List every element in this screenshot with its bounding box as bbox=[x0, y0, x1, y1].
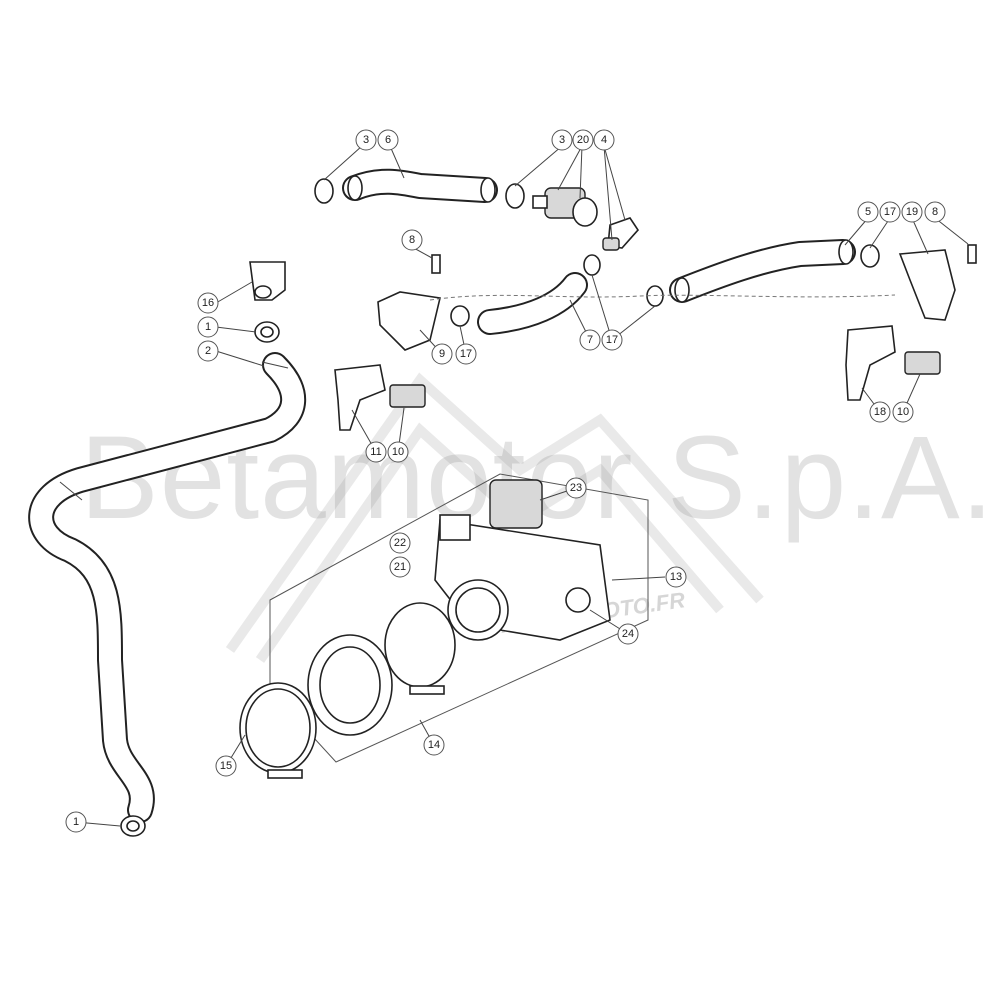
callout-10b: 10 bbox=[892, 401, 914, 423]
callout-label: 2 bbox=[205, 345, 211, 357]
callouts: 3 6 3 20 4 5 17 19 8 8 16 1 2 9 17 7 17 … bbox=[65, 129, 946, 833]
callout-label: 3 bbox=[363, 134, 369, 146]
callout-label: 17 bbox=[460, 348, 472, 360]
callout-label: 20 bbox=[577, 134, 589, 146]
callout-label: 23 bbox=[570, 482, 582, 494]
callout-label: 6 bbox=[385, 134, 391, 146]
callout-13: 13 bbox=[665, 566, 687, 588]
callout-21: 21 bbox=[389, 556, 411, 578]
callout-11: 11 bbox=[365, 441, 387, 463]
callout-label: 7 bbox=[587, 334, 593, 346]
callout-10a: 10 bbox=[387, 441, 409, 463]
callout-22: 22 bbox=[389, 532, 411, 554]
callout-17b: 17 bbox=[455, 343, 477, 365]
callout-17c: 17 bbox=[601, 329, 623, 351]
upper-hose-5 bbox=[669, 239, 880, 303]
callout-14: 14 bbox=[423, 734, 445, 756]
callout-label: 14 bbox=[428, 739, 440, 751]
callout-label: 22 bbox=[394, 537, 406, 549]
callout-6: 6 bbox=[377, 129, 399, 151]
callout-label: 5 bbox=[865, 206, 871, 218]
callout-1b: 1 bbox=[65, 811, 87, 833]
fuel-line-dashed bbox=[429, 294, 896, 301]
upper-hose-6 bbox=[314, 168, 498, 204]
callout-label: 10 bbox=[392, 446, 404, 458]
connector-20 bbox=[505, 183, 598, 227]
callout-label: 13 bbox=[670, 571, 682, 583]
callout-2: 2 bbox=[197, 340, 219, 362]
connector-16 bbox=[249, 261, 286, 343]
callout-label: 3 bbox=[559, 134, 565, 146]
callout-23: 23 bbox=[565, 477, 587, 499]
callout-3b: 3 bbox=[551, 129, 573, 151]
callout-8a: 8 bbox=[924, 201, 946, 223]
callout-label: 17 bbox=[884, 206, 896, 218]
injector-right bbox=[845, 244, 977, 401]
callout-label: 11 bbox=[370, 446, 381, 458]
callout-label: 9 bbox=[439, 348, 445, 360]
callout-17a: 17 bbox=[879, 201, 901, 223]
callout-label: 21 bbox=[394, 561, 406, 573]
callout-16: 16 bbox=[197, 292, 219, 314]
callout-label: 19 bbox=[906, 206, 918, 218]
callout-4: 4 bbox=[593, 129, 615, 151]
elbow-4 bbox=[602, 217, 640, 251]
callout-label: 10 bbox=[897, 406, 909, 418]
callout-label: 4 bbox=[601, 134, 607, 146]
intake-boot bbox=[239, 602, 456, 779]
callout-3a: 3 bbox=[355, 129, 377, 151]
callout-9: 9 bbox=[431, 343, 453, 365]
callout-20: 20 bbox=[572, 129, 594, 151]
callout-8b: 8 bbox=[401, 229, 423, 251]
callout-label: 16 bbox=[202, 297, 214, 309]
callout-label: 8 bbox=[932, 206, 938, 218]
breather-hose bbox=[28, 352, 307, 837]
callout-18: 18 bbox=[869, 401, 891, 423]
callout-15: 15 bbox=[215, 755, 237, 777]
throttle-body bbox=[434, 479, 611, 641]
callout-label: 18 bbox=[874, 406, 886, 418]
callout-5: 5 bbox=[857, 201, 879, 223]
callout-label: 1 bbox=[73, 816, 79, 828]
callout-label: 24 bbox=[622, 628, 634, 640]
callout-7: 7 bbox=[579, 329, 601, 351]
callout-24: 24 bbox=[617, 623, 639, 645]
callout-label: 17 bbox=[606, 334, 618, 346]
callout-1a: 1 bbox=[197, 316, 219, 338]
callout-19: 19 bbox=[901, 201, 923, 223]
callout-label: 15 bbox=[220, 760, 232, 772]
callout-label: 8 bbox=[409, 234, 415, 246]
injector-left bbox=[334, 254, 470, 431]
callout-label: 1 bbox=[205, 321, 211, 333]
